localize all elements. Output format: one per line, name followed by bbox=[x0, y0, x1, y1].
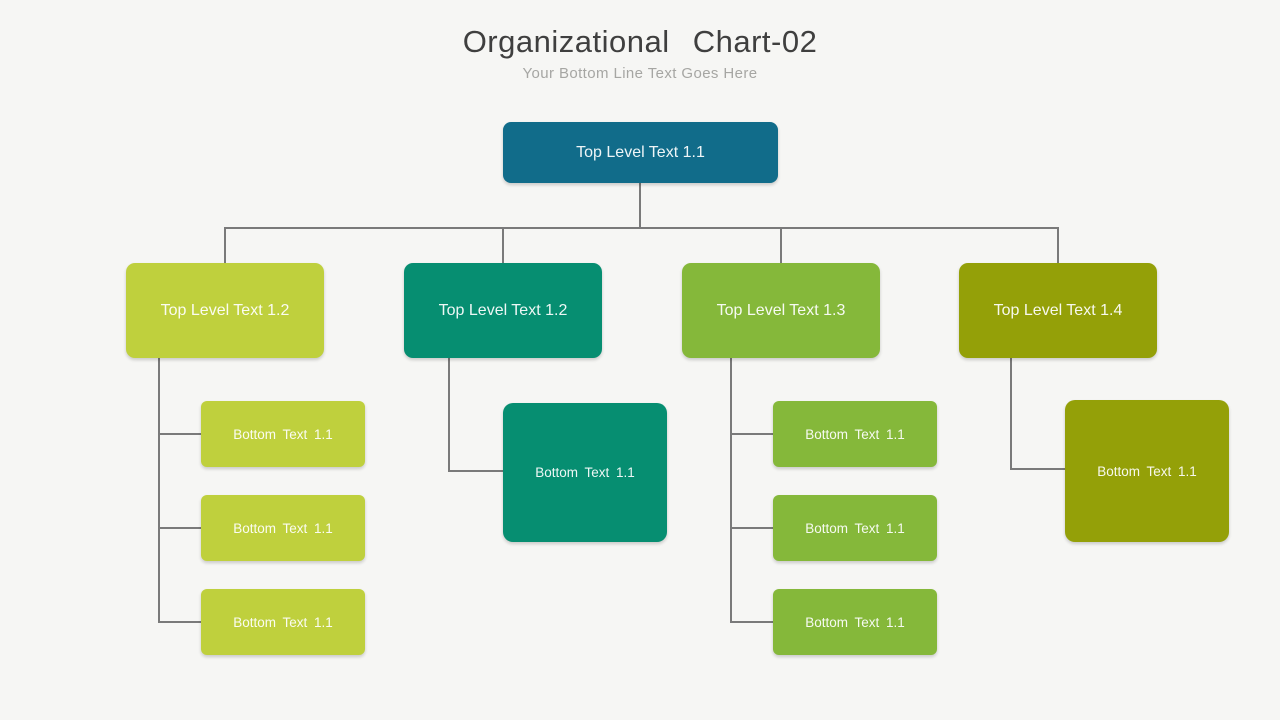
org-node-child-1-3: Bottom Text 1.1 bbox=[201, 589, 365, 655]
connector-col1-elbow-2 bbox=[158, 527, 202, 529]
connector-drop-4 bbox=[1057, 227, 1059, 263]
org-node-branch-4: Top Level Text 1.4 bbox=[959, 263, 1157, 358]
connector-col4-vert bbox=[1010, 358, 1012, 470]
org-node-child-3-3: Bottom Text 1.1 bbox=[773, 589, 937, 655]
org-node-child-2-1: Bottom Text 1.1 bbox=[503, 403, 667, 542]
connector-drop-3 bbox=[780, 227, 782, 263]
connector-col1-elbow-3 bbox=[158, 621, 202, 623]
slide-title: Organizational Chart-02 bbox=[462, 24, 818, 59]
org-node-child-3-1: Bottom Text 1.1 bbox=[773, 401, 937, 467]
connector-col2-vert bbox=[448, 358, 450, 472]
org-node-child-3-2: Bottom Text 1.1 bbox=[773, 495, 937, 561]
org-node-root: Top Level Text 1.1 bbox=[503, 122, 778, 183]
connector-root-stem bbox=[639, 183, 641, 228]
connector-col3-elbow-1 bbox=[730, 433, 774, 435]
org-node-branch-3: Top Level Text 1.3 bbox=[682, 263, 880, 358]
connector-col3-elbow-2 bbox=[730, 527, 774, 529]
connector-col4-elbow bbox=[1010, 468, 1066, 470]
connector-col1-vert bbox=[158, 358, 160, 623]
connector-col2-elbow bbox=[448, 470, 504, 472]
org-node-branch-2: Top Level Text 1.2 bbox=[404, 263, 602, 358]
connector-col3-vert bbox=[730, 358, 732, 623]
org-node-child-1-1: Bottom Text 1.1 bbox=[201, 401, 365, 467]
connector-drop-2 bbox=[502, 227, 504, 263]
org-node-child-4-1: Bottom Text 1.1 bbox=[1065, 400, 1229, 542]
slide-subtitle: Your Bottom Line Text Goes Here bbox=[522, 65, 758, 82]
connector-col3-elbow-3 bbox=[730, 621, 774, 623]
connector-col1-elbow-1 bbox=[158, 433, 202, 435]
connector-bus bbox=[224, 227, 1059, 229]
org-node-child-1-2: Bottom Text 1.1 bbox=[201, 495, 365, 561]
connector-drop-1 bbox=[224, 227, 226, 263]
org-node-branch-1: Top Level Text 1.2 bbox=[126, 263, 324, 358]
